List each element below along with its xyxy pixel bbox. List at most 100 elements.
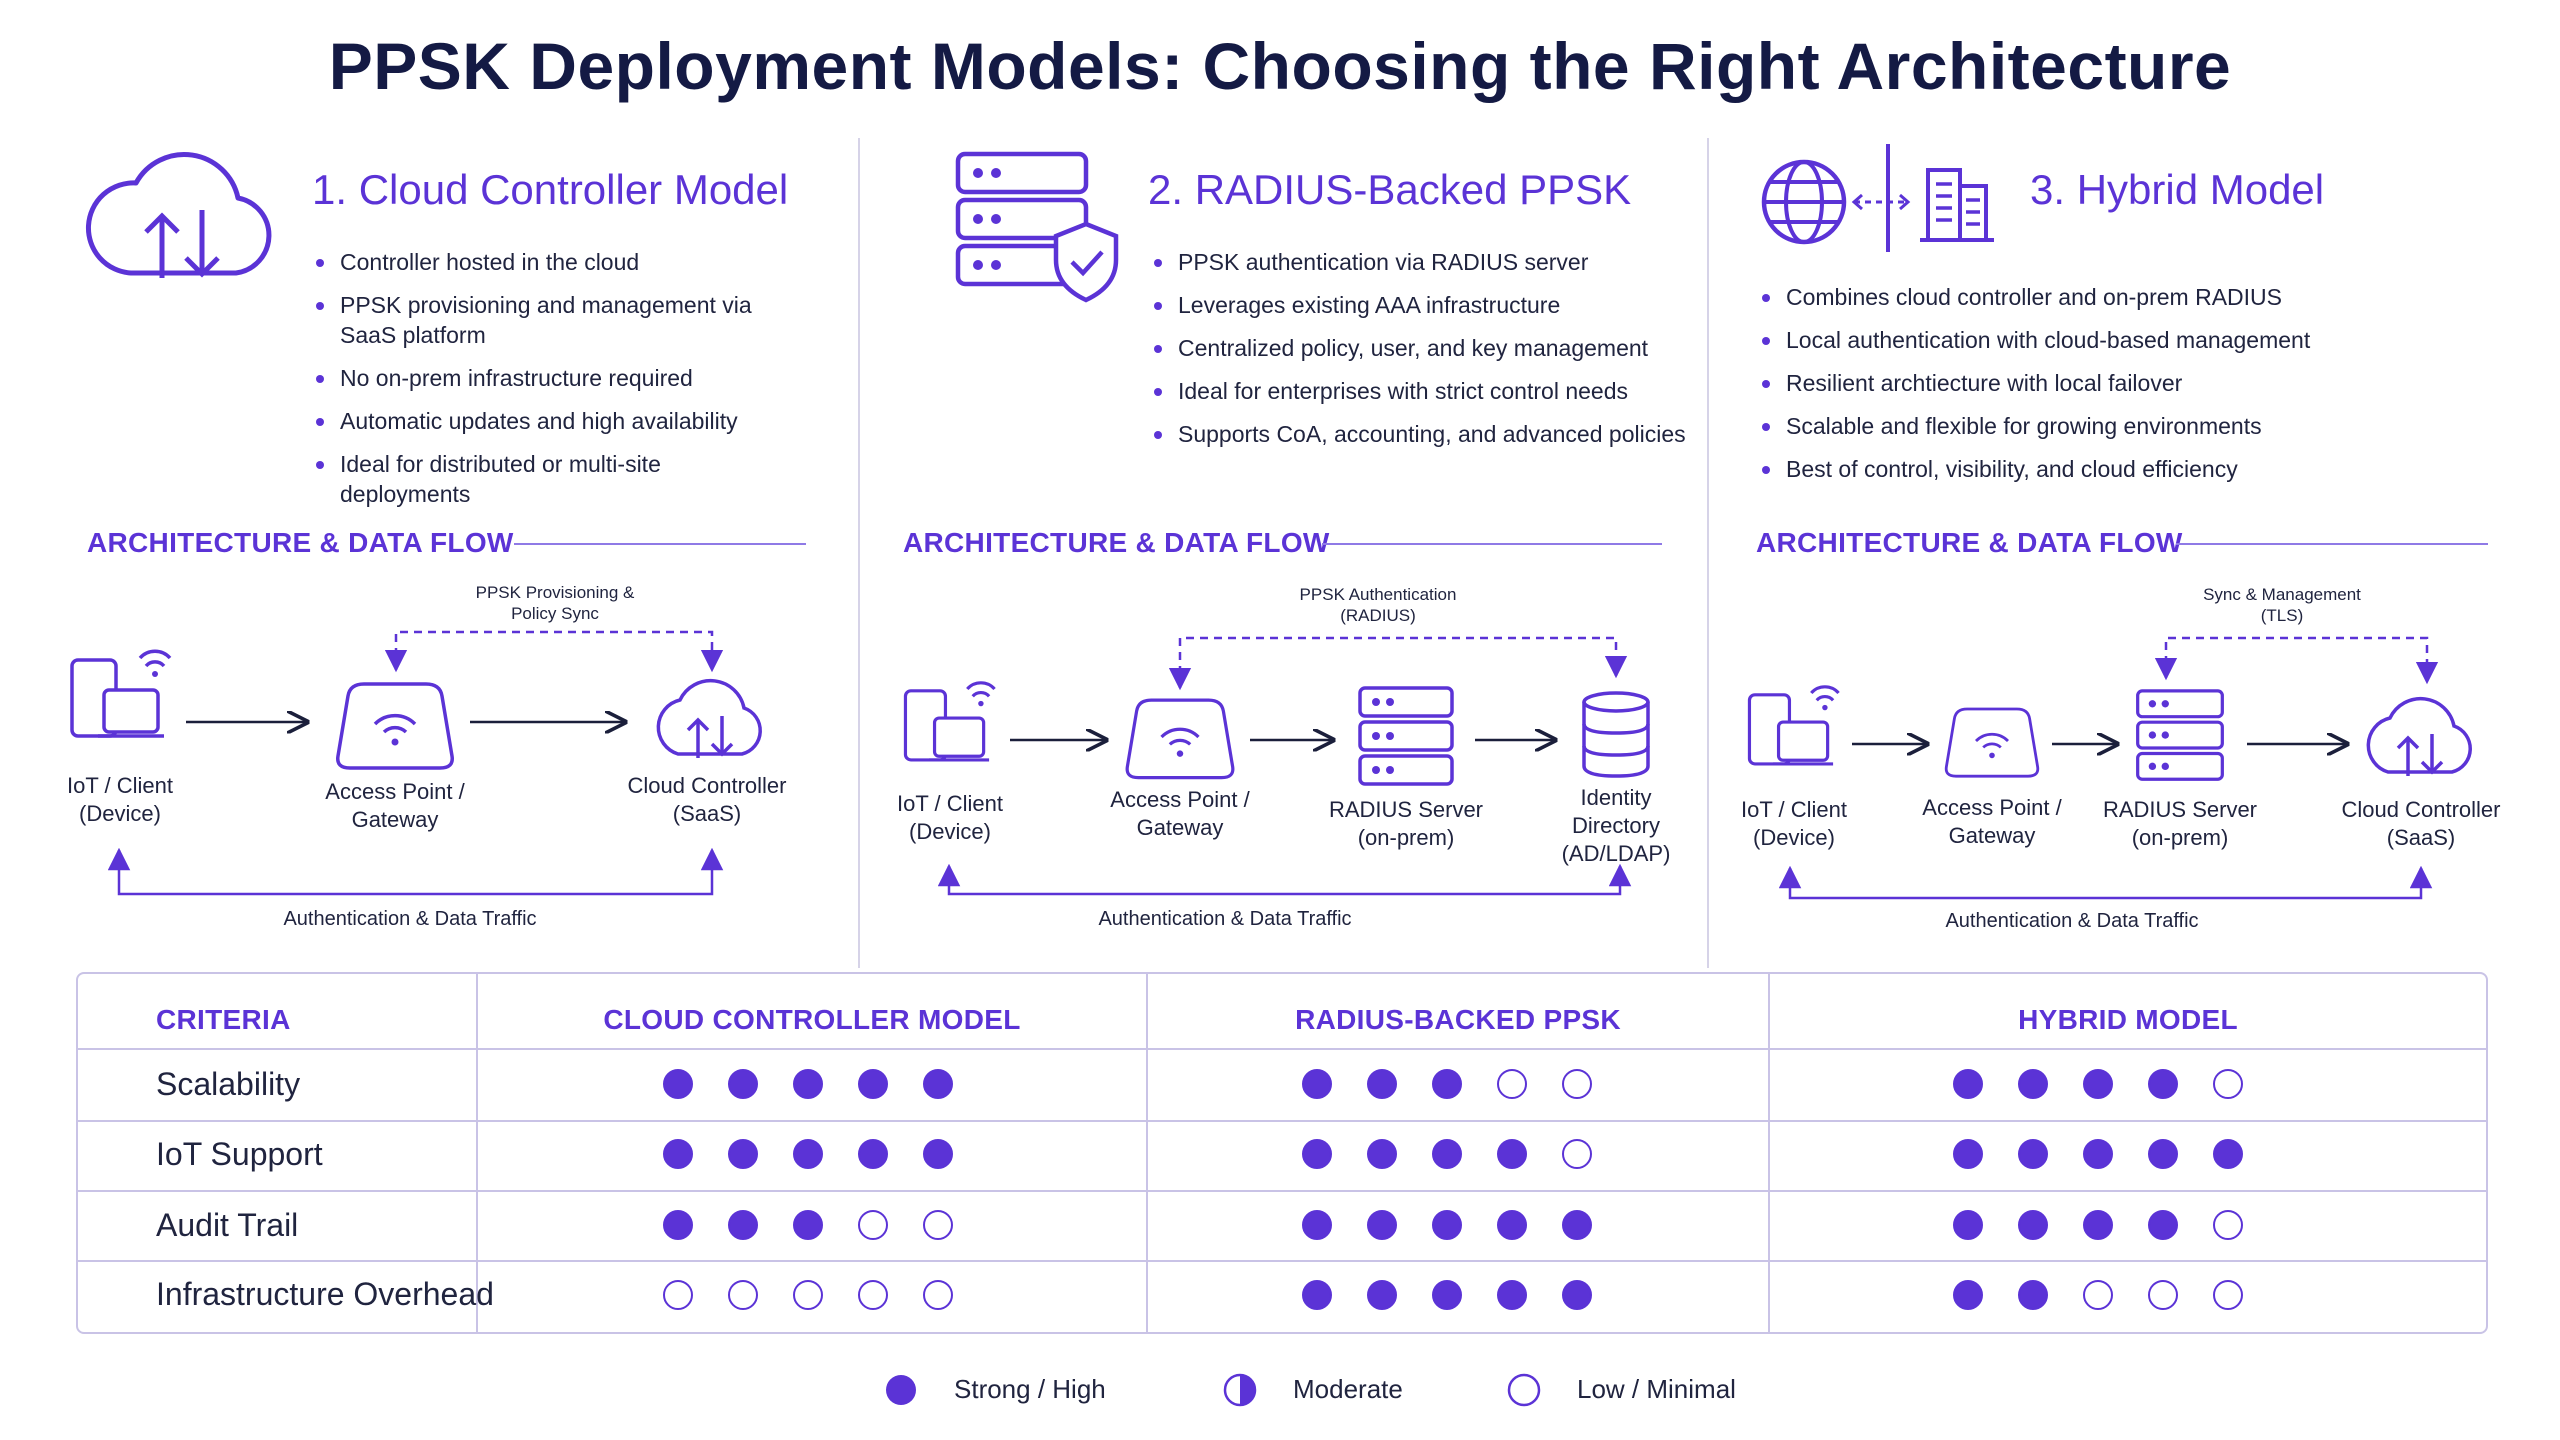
rating-dot-filled — [728, 1210, 758, 1240]
rating-dot-filled — [1432, 1280, 1462, 1310]
rating-dot-filled — [1953, 1139, 1983, 1169]
flow-label: Authentication & Data Traffic — [283, 908, 537, 930]
rating-dot-filled — [858, 1069, 888, 1099]
rating-dot-filled — [2018, 1280, 2048, 1310]
table-rule — [78, 1190, 2486, 1192]
bullet-item: Local authentication with cloud-based ma… — [1760, 325, 2420, 355]
rating-dot-filled — [1302, 1139, 1332, 1169]
rating-dot-filled — [1497, 1210, 1527, 1240]
node-label: RADIUS Server (on-prem) — [1328, 797, 1484, 850]
bullet-item: No on-prem infrastructure required — [314, 363, 794, 393]
node-label: Cloud Controller (SaaS) — [2341, 797, 2501, 850]
rating-dot-filled — [1953, 1210, 1983, 1240]
rating-dot-filled — [1302, 1210, 1332, 1240]
node-label: IoT / Client (Device) — [897, 791, 1003, 844]
rating-dot-empty — [2148, 1280, 2178, 1310]
bullet-list-hybrid: Combines cloud controller and on-prem RA… — [1760, 282, 2420, 497]
rating-dot-filled — [728, 1069, 758, 1099]
flow-label: Authentication & Data Traffic — [1945, 910, 2199, 932]
rating-dot-empty — [858, 1210, 888, 1240]
heading-rule — [1322, 543, 1662, 545]
rating-dot-filled — [2148, 1139, 2178, 1169]
rating-dot-filled — [1367, 1069, 1397, 1099]
section-title-radius: 2. RADIUS-Backed PPSK — [1148, 166, 1632, 213]
rating-dot-empty — [1562, 1069, 1592, 1099]
server-shield-icon — [952, 148, 1132, 313]
rating-dot-empty — [2213, 1069, 2243, 1099]
node-label: IoT / Client (Device) — [1741, 797, 1847, 850]
node-label: RADIUS Server (on-prem) — [2102, 797, 2258, 850]
rating-dot-filled — [728, 1139, 758, 1169]
rating-dot-empty — [2213, 1210, 2243, 1240]
rating-dot-filled — [1432, 1139, 1462, 1169]
bullet-item: Centralized policy, user, and key manage… — [1152, 333, 1692, 363]
arch-heading: ARCHITECTURE & DATA FLOW — [903, 527, 1330, 558]
rating-dot-filled — [923, 1139, 953, 1169]
access-point-icon — [1940, 700, 2044, 787]
table-rule — [78, 1048, 2486, 1050]
section-title-cloud: 1. Cloud Controller Model — [312, 166, 789, 213]
heading-rule — [2176, 543, 2488, 545]
node-label: Identity Directory (AD/LDAP) — [1561, 785, 1671, 866]
rating-dot-empty — [1497, 1069, 1527, 1099]
flow-label: Authentication & Data Traffic — [1098, 908, 1352, 930]
row-label-scalability: Scalability — [156, 1066, 301, 1102]
radius-server-icon — [2134, 686, 2226, 791]
table-header-criteria: CRITERIA — [156, 1004, 291, 1035]
rating-dot-filled — [2213, 1139, 2243, 1169]
rating-dot-empty — [923, 1280, 953, 1310]
heading-rule — [514, 543, 806, 545]
table-rule — [78, 1260, 2486, 1262]
arch-heading: ARCHITECTURE & DATA FLOW — [1756, 527, 2183, 558]
node-label: Access Point / Gateway — [325, 779, 465, 832]
bullet-item: Resilient archtiecture with local failov… — [1760, 368, 2420, 398]
rating-dot-filled — [1497, 1139, 1527, 1169]
rating-dot-empty — [728, 1280, 758, 1310]
table-header-hybrid: HYBRID MODEL — [2018, 1004, 2238, 1035]
rating-dot-filled — [2018, 1210, 2048, 1240]
section-title-hybrid: 3. Hybrid Model — [2030, 166, 2325, 213]
client-device-icon — [66, 636, 176, 751]
bullet-item: Combines cloud controller and on-prem RA… — [1760, 282, 2420, 312]
bullet-item: Controller hosted in the cloud — [314, 247, 794, 277]
table-header-radius: RADIUS-BACKED PPSK — [1295, 1004, 1621, 1035]
column-divider — [1707, 138, 1709, 968]
rating-dot-filled — [2083, 1210, 2113, 1240]
row-label-audit-trail: Audit Trail — [156, 1207, 299, 1243]
rating-dot-filled — [2018, 1139, 2048, 1169]
rating-dot-empty — [858, 1280, 888, 1310]
table-divider — [1146, 974, 1148, 1332]
node-label: Access Point / Gateway — [1922, 795, 2062, 848]
cloud-controller-icon — [650, 672, 770, 767]
sync-label: Sync & Management (TLS) — [2203, 585, 2361, 625]
node-label: Access Point / Gateway — [1110, 787, 1250, 840]
rating-dot-filled — [663, 1139, 693, 1169]
database-icon — [1580, 690, 1652, 785]
rating-dot-filled — [923, 1069, 953, 1099]
rating-dot-empty — [923, 1210, 953, 1240]
rating-dot-filled — [2083, 1139, 2113, 1169]
rating-dot-filled — [793, 1069, 823, 1099]
rating-dot-filled — [2083, 1069, 2113, 1099]
comparison-table: CRITERIA CLOUD CONTROLLER MODEL RADIUS-B… — [76, 972, 2488, 1334]
rating-dot-filled — [2148, 1069, 2178, 1099]
rating-dot-empty — [1562, 1139, 1592, 1169]
legend-label: Strong / High — [954, 1374, 1106, 1404]
node-label: IoT / Client (Device) — [67, 773, 173, 826]
sync-label: PPSK Authentication (RADIUS) — [1299, 585, 1457, 625]
access-point-icon — [330, 674, 460, 779]
bullet-list-cloud: Controller hosted in the cloud PPSK prov… — [314, 247, 794, 522]
client-device-icon — [900, 664, 1000, 779]
rating-dot-filled — [1302, 1280, 1332, 1310]
globe-building-icon — [1758, 140, 2008, 275]
rating-dot-filled — [1562, 1210, 1592, 1240]
rating-dot-empty — [2213, 1280, 2243, 1310]
rating-dot-filled — [2148, 1210, 2178, 1240]
rating-dot-filled — [663, 1210, 693, 1240]
bullet-item: Leverages existing AAA infrastructure — [1152, 290, 1692, 320]
bullet-item: Ideal for enterprises with strict contro… — [1152, 376, 1692, 406]
rating-dot-filled — [793, 1210, 823, 1240]
rating-dot-filled — [858, 1139, 888, 1169]
row-label-infrastructure-overhead: Infrastructure Overhead — [156, 1276, 494, 1312]
